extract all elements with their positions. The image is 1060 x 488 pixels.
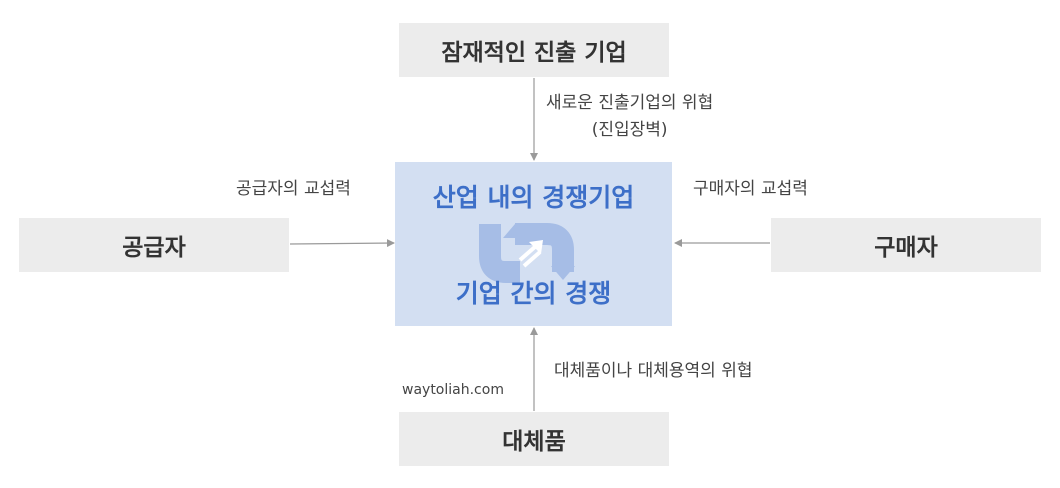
new-entrants-threat-line1: 새로운 진출기업의 위협 bbox=[546, 93, 714, 113]
substitute-threat-label: 대체품이나 대체용역의 위협 bbox=[554, 361, 753, 381]
buyers-box: 구매자 bbox=[771, 218, 1041, 272]
potential-entrants-box: 잠재적인 진출 기업 bbox=[399, 23, 669, 77]
supplier-power-label: 공급자의 교섭력 bbox=[236, 179, 351, 199]
watermark: waytoliah.com bbox=[402, 382, 504, 398]
substitutes-label: 대체품 bbox=[502, 429, 566, 455]
new-entrants-threat-line2: (진입장벽) bbox=[591, 120, 668, 140]
substitutes-box: 대체품 bbox=[399, 412, 669, 466]
buyers-label: 구매자 bbox=[874, 235, 938, 261]
center-subtitle: 기업 간의 경쟁 bbox=[455, 279, 612, 308]
suppliers-label: 공급자 bbox=[122, 235, 186, 261]
industry-competitors-box: 산업 내의 경쟁기업 기업 간의 경쟁 bbox=[395, 162, 672, 326]
potential-entrants-label: 잠재적인 진출 기업 bbox=[441, 40, 627, 66]
cycle-arrows-icon bbox=[479, 223, 575, 283]
suppliers-box: 공급자 bbox=[19, 218, 289, 272]
new-entrants-threat-label: 새로운 진출기업의 위협 (진입장벽) bbox=[546, 90, 713, 144]
arrow-left-to-center bbox=[289, 239, 395, 248]
center-title: 산업 내의 경쟁기업 bbox=[432, 183, 635, 212]
buyer-power-label: 구매자의 교섭력 bbox=[693, 179, 808, 199]
